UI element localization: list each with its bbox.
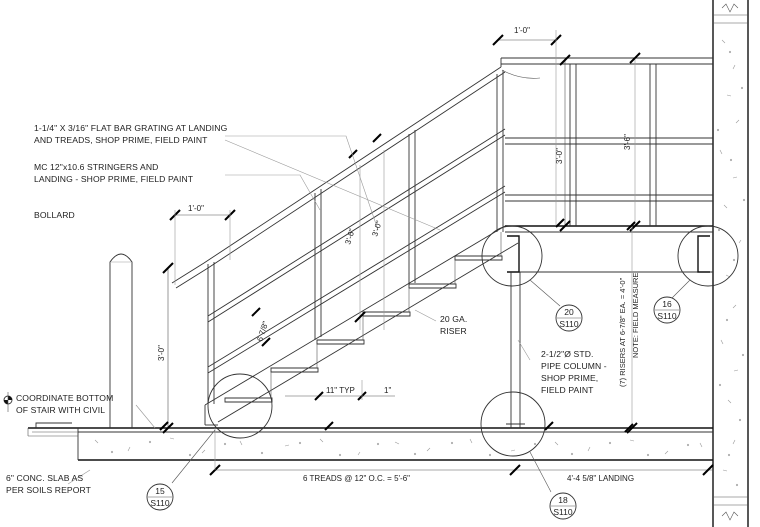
dim-landing-3-0: 3'-0" [555,148,564,164]
dim-top-1-0: 1'-0" [514,26,530,35]
callout-16-num: 16 [662,299,672,309]
note-risers-vertical-line1: (7) RISERS AT 6-7/8" EA. = 4'-0" [618,277,627,387]
landing-guardrail [500,57,713,226]
note-pipe-line1: 2-1/2"Ø STD. [541,349,594,359]
callout-18-sheet: S110 [553,507,572,517]
dimension-lines [159,30,714,476]
note-grating-line2: AND TREADS, SHOP PRIME, FIELD PAINT [34,135,208,145]
leader-lines [67,135,531,485]
coordinate-target-symbol [3,392,13,412]
bollard [109,253,133,428]
stair-treads [224,232,503,403]
callout-18: 18 S110 [549,492,577,520]
callout-15: 15 S110 [146,483,174,511]
callout-16-sheet: S110 [657,311,676,321]
landing [505,225,713,428]
note-coordinate-line2: OF STAIR WITH CIVIL [16,405,105,415]
note-riser-line1: 20 GA. [440,314,467,324]
dim-left-1-0: 1'-0" [188,204,204,213]
callout-20-sheet: S110 [559,319,578,329]
note-pipe-line2: PIPE COLUMN - [541,361,607,371]
concrete-slab [27,422,713,461]
sloped-handrail [171,66,506,404]
callout-15-sheet: S110 [150,498,169,508]
note-pipe-line3: SHOP PRIME, [541,373,598,383]
note-stringers-line2: LANDING - SHOP PRIME, FIELD PAINT [34,174,194,184]
dim-left-3-0: 3'-0" [157,345,166,361]
callout-20: 20 S110 [555,304,583,332]
note-slab-line1: 6" CONC. SLAB AS [6,473,83,483]
dim-slope-3-0: 3'-0" [370,220,384,238]
note-slab-line2: PER SOILS REPORT [6,485,92,495]
note-stringers-line1: MC 12"x10.6 STRINGERS AND [34,162,158,172]
callout-18-num: 18 [558,495,568,505]
callout-16: 16 S110 [653,296,681,324]
detail-bubbles [171,225,739,493]
note-grating-line1: 1-1/4" X 3/16" FLAT BAR GRATING AT LANDI… [34,123,228,133]
note-riser-line2: RISER [440,326,467,336]
callout-15-num: 15 [155,486,165,496]
dim-landing: 4'-4 5/8" LANDING [567,474,634,483]
concrete-wall [712,0,749,527]
dim-treads-total: 6 TREADS @ 12" O.C. = 5'-6" [303,474,410,483]
note-coordinate-line1: COORDINATE BOTTOM [16,393,113,403]
note-pipe-line4: FIELD PAINT [541,385,594,395]
callout-20-num: 20 [564,307,574,317]
note-risers-vertical-line2: NOTE: FIELD MEASURE [631,273,640,358]
dim-slope-3-6: 3'-6" [343,228,357,246]
dim-1-inch: 1" [384,386,391,395]
dim-landing-3-6: 3'-6" [623,134,632,150]
dim-11-typ: 11" TYP [326,386,355,395]
note-bollard: BOLLARD [34,210,75,220]
